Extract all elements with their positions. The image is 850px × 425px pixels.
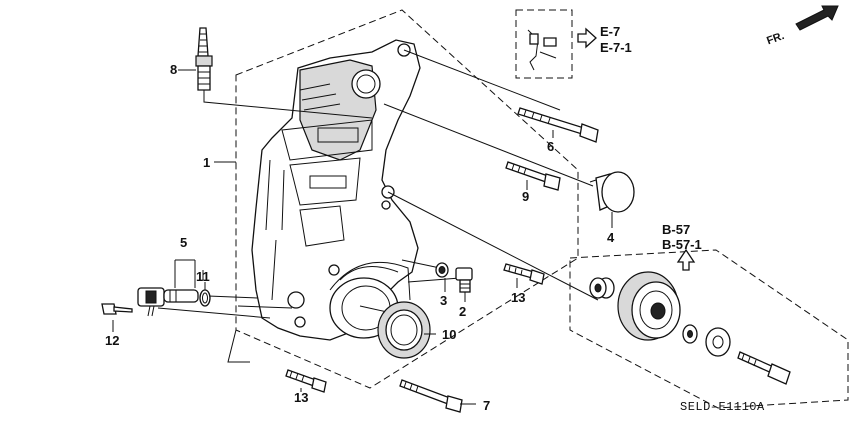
front-direction-label: FR. bbox=[765, 30, 786, 47]
callout-9: 9 bbox=[522, 189, 529, 204]
part-6-bolt bbox=[517, 107, 599, 143]
part-13-bolt-right bbox=[503, 263, 545, 285]
callout-8: 8 bbox=[170, 62, 177, 77]
ref-e7: E-7 bbox=[600, 24, 620, 39]
callout-3: 3 bbox=[440, 293, 447, 308]
part-2-plug bbox=[455, 267, 473, 293]
callout-leaders bbox=[112, 69, 613, 405]
callout-6: 6 bbox=[547, 139, 554, 154]
pulley-washer-small bbox=[682, 324, 698, 344]
part-5-sensor bbox=[137, 287, 199, 317]
part-10-oil-seal bbox=[377, 301, 431, 359]
front-direction-indicator bbox=[795, 5, 839, 31]
part-8-stud-bolt bbox=[195, 27, 373, 119]
arrow-right-icon bbox=[577, 27, 597, 49]
callout-11: 11 bbox=[196, 269, 210, 284]
callout-2: 2 bbox=[459, 304, 466, 319]
harness-clip bbox=[527, 29, 557, 71]
callout-13-right: 13 bbox=[511, 290, 525, 305]
callout-1: 1 bbox=[203, 155, 210, 170]
part-4-cap bbox=[589, 171, 635, 213]
idler-pulley bbox=[617, 271, 681, 341]
harness-dashed-box bbox=[515, 9, 573, 79]
bracket-5 bbox=[174, 259, 196, 288]
callout-13-bottom: 13 bbox=[294, 390, 308, 405]
callout-5: 5 bbox=[180, 235, 187, 250]
chain-case-cover bbox=[251, 39, 421, 341]
callout-10: 10 bbox=[442, 327, 456, 342]
ref-b57: B-57 bbox=[662, 222, 690, 237]
callout-7: 7 bbox=[483, 398, 490, 413]
pulley-collar bbox=[589, 277, 615, 299]
part-9-bolt bbox=[505, 161, 561, 191]
ref-b57-1: B-57-1 bbox=[662, 237, 702, 252]
pulley-assembly-boundary bbox=[569, 249, 849, 409]
pulley-bolt bbox=[737, 351, 791, 385]
callout-4: 4 bbox=[607, 230, 615, 245]
arrow-up-icon bbox=[676, 248, 696, 271]
part-11-o-ring bbox=[199, 289, 211, 307]
callout-12: 12 bbox=[105, 333, 119, 348]
part-7-bolt bbox=[399, 379, 463, 413]
ref-e7-1: E-7-1 bbox=[600, 40, 632, 55]
diagram-code: SELD–E1110A bbox=[680, 400, 765, 414]
leader-lines bbox=[157, 49, 599, 363]
pulley-washer-large bbox=[705, 327, 731, 357]
part-13-bolt-bottom bbox=[285, 369, 327, 393]
part-12-bolt bbox=[101, 303, 133, 315]
